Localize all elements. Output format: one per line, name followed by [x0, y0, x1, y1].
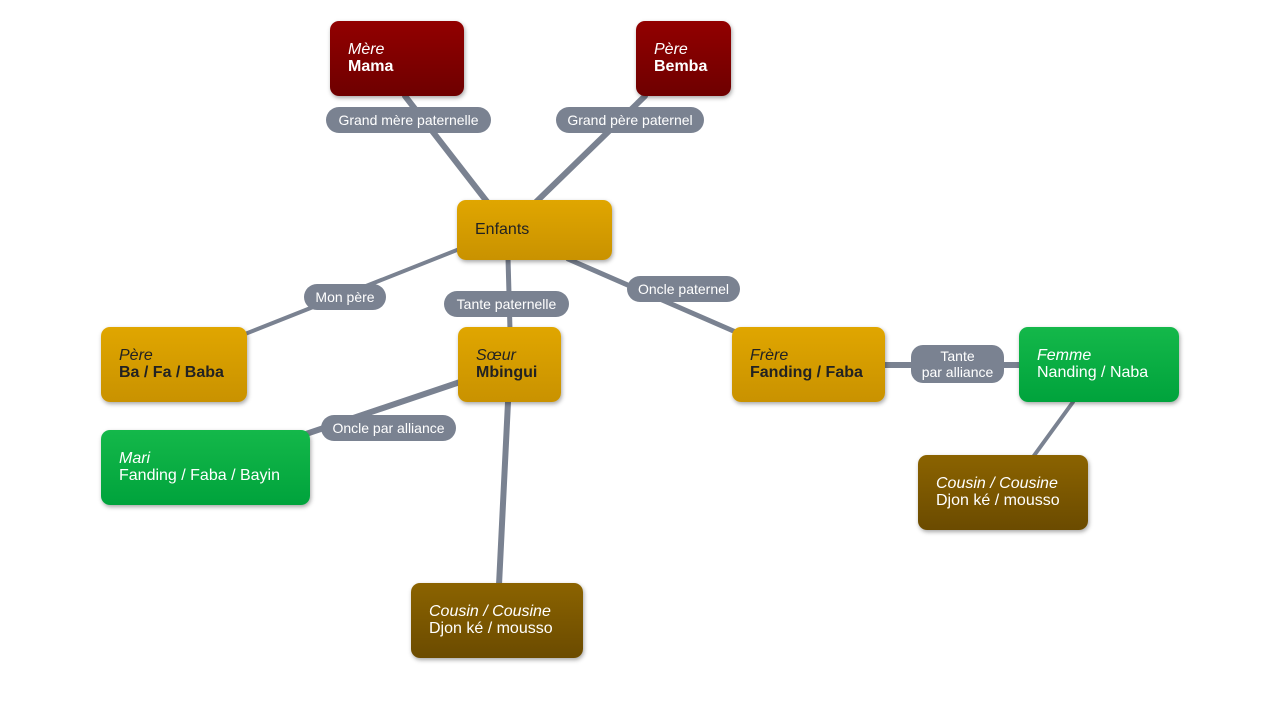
edge-label-tante-alliance: Tante par alliance — [911, 345, 1004, 383]
node-name: Enfants — [475, 221, 530, 238]
node-name: Djon ké / mousso — [936, 492, 1060, 509]
node-name: Fanding / Faba / Bayin — [119, 467, 280, 484]
node-name: Fanding / Faba — [750, 364, 863, 381]
edge-label-line: par alliance — [921, 364, 994, 380]
edge-label-oncle-paternel: Oncle paternel — [627, 276, 740, 302]
node-role: Père — [654, 41, 688, 58]
node-role: Sœur — [476, 347, 516, 364]
node-mere: Mère Mama — [330, 21, 464, 96]
node-name: Ba / Fa / Baba — [119, 364, 224, 381]
node-femme: Femme Nanding / Naba — [1019, 327, 1179, 402]
node-soeur: Sœur Mbingui — [458, 327, 561, 402]
node-role: Cousin / Cousine — [936, 475, 1058, 492]
node-role: Frère — [750, 347, 789, 364]
node-pere-top: Père Bemba — [636, 21, 731, 96]
node-mari: Mari Fanding / Faba / Bayin — [101, 430, 310, 505]
node-role: Mère — [348, 41, 385, 58]
node-cousin-left: Cousin / Cousine Djon ké / mousso — [411, 583, 583, 658]
node-name: Bemba — [654, 58, 708, 75]
edge-label-tante-paternelle: Tante paternelle — [444, 291, 569, 317]
edge-label-grand-pere: Grand père paternel — [556, 107, 704, 133]
edge-label-line: Tante — [940, 348, 975, 364]
node-enfants: Enfants — [457, 200, 612, 260]
node-role: Père — [119, 347, 153, 364]
node-role: Mari — [119, 450, 151, 467]
node-name: Mama — [348, 58, 394, 75]
edge-label-grand-mere: Grand mère paternelle — [326, 107, 491, 133]
node-name: Mbingui — [476, 364, 538, 381]
node-cousin-right: Cousin / Cousine Djon ké / mousso — [918, 455, 1088, 530]
edge-soeur-cousin — [496, 399, 511, 588]
edge-label-mon-pere: Mon père — [304, 284, 386, 310]
node-role: Femme — [1037, 347, 1092, 364]
node-pere: Père Ba / Fa / Baba — [101, 327, 247, 402]
edge-femme-cousin — [1031, 400, 1075, 459]
node-role: Cousin / Cousine — [429, 603, 551, 620]
node-name: Nanding / Naba — [1037, 364, 1149, 381]
node-frere: Frère Fanding / Faba — [732, 327, 885, 402]
edge-label-oncle-alliance: Oncle par alliance — [321, 415, 456, 441]
node-name: Djon ké / mousso — [429, 620, 553, 637]
